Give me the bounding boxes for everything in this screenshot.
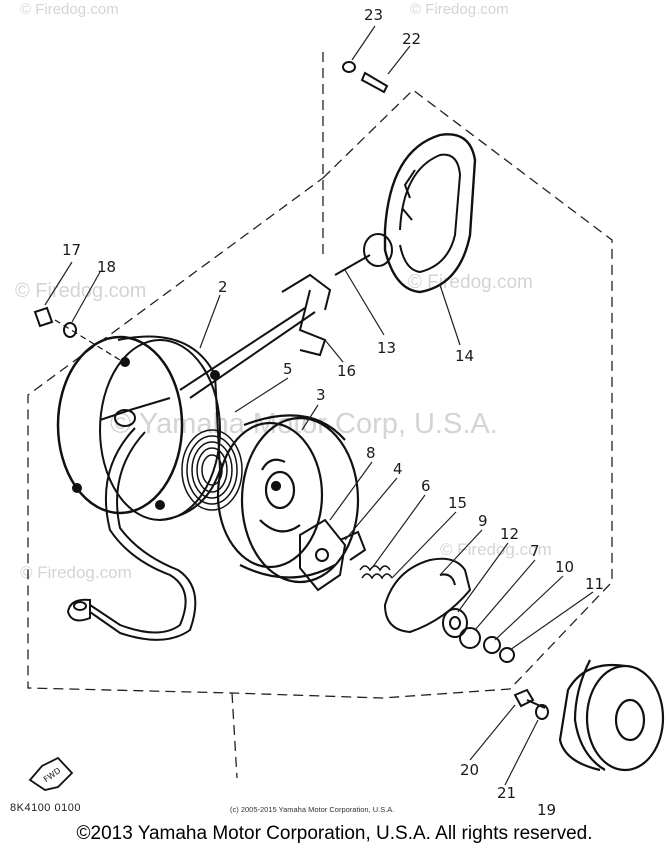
label-5: 5: [283, 360, 293, 378]
fwd-label: FWD: [42, 766, 62, 784]
label-7: 7: [530, 542, 540, 560]
label-20: 20: [460, 761, 479, 779]
label-11: 11: [585, 575, 604, 593]
bolt-22-nut-23: [342, 61, 389, 94]
pawl: [299, 518, 367, 592]
watermark-firedog-right: © Firedog.com: [408, 272, 533, 293]
label-13: 13: [377, 339, 396, 357]
reel-pulley: [216, 414, 360, 584]
label-22: 22: [402, 30, 421, 48]
assembly-boundary: [27, 52, 613, 779]
recoil-spring: [181, 429, 243, 511]
label-23: 23: [364, 6, 383, 24]
watermark-yamaha: © Yamaha Motor Corp, U.S.A.: [110, 408, 498, 440]
friction-plate: [383, 557, 472, 634]
label-14: 14: [455, 347, 474, 365]
spring-small: [359, 565, 393, 580]
recoil-case: [56, 335, 222, 521]
watermark-firedog: © Firedog.com: [15, 280, 146, 302]
label-9: 9: [478, 512, 488, 530]
bolt-washer: [513, 688, 549, 720]
label-21: 21: [497, 784, 516, 802]
watermark-top-right: © Firedog.com: [410, 1, 509, 18]
washers: [442, 608, 515, 663]
fwd-arrow: FWD: [28, 756, 74, 791]
watermark-firedog-left-low: © Firedog.com: [20, 563, 132, 582]
label-3: 3: [316, 386, 326, 404]
label-2: 2: [218, 278, 228, 296]
watermark-top-left: © Firedog.com: [20, 1, 119, 18]
hose: [66, 427, 197, 641]
label-6: 6: [421, 477, 431, 495]
label-16: 16: [337, 362, 356, 380]
label-18: 18: [97, 258, 116, 276]
label-19: 19: [537, 801, 556, 819]
starter-cup: [558, 659, 665, 772]
label-8: 8: [366, 444, 376, 462]
bolt-17-washer-18: [33, 306, 121, 361]
leader-lines: [44, 25, 594, 786]
label-10: 10: [555, 558, 574, 576]
small-copyright: (c) 2005-2015 Yamaha Motor Corporation, …: [230, 805, 394, 814]
label-15: 15: [448, 494, 467, 512]
rope-and-handle: [179, 133, 477, 399]
label-4: 4: [393, 460, 403, 478]
copyright-notice: ©2013 Yamaha Motor Corporation, U.S.A. A…: [76, 823, 593, 844]
diagram-code: 8K4100 0100: [10, 802, 81, 814]
label-12: 12: [500, 525, 519, 543]
label-17: 17: [62, 241, 81, 259]
